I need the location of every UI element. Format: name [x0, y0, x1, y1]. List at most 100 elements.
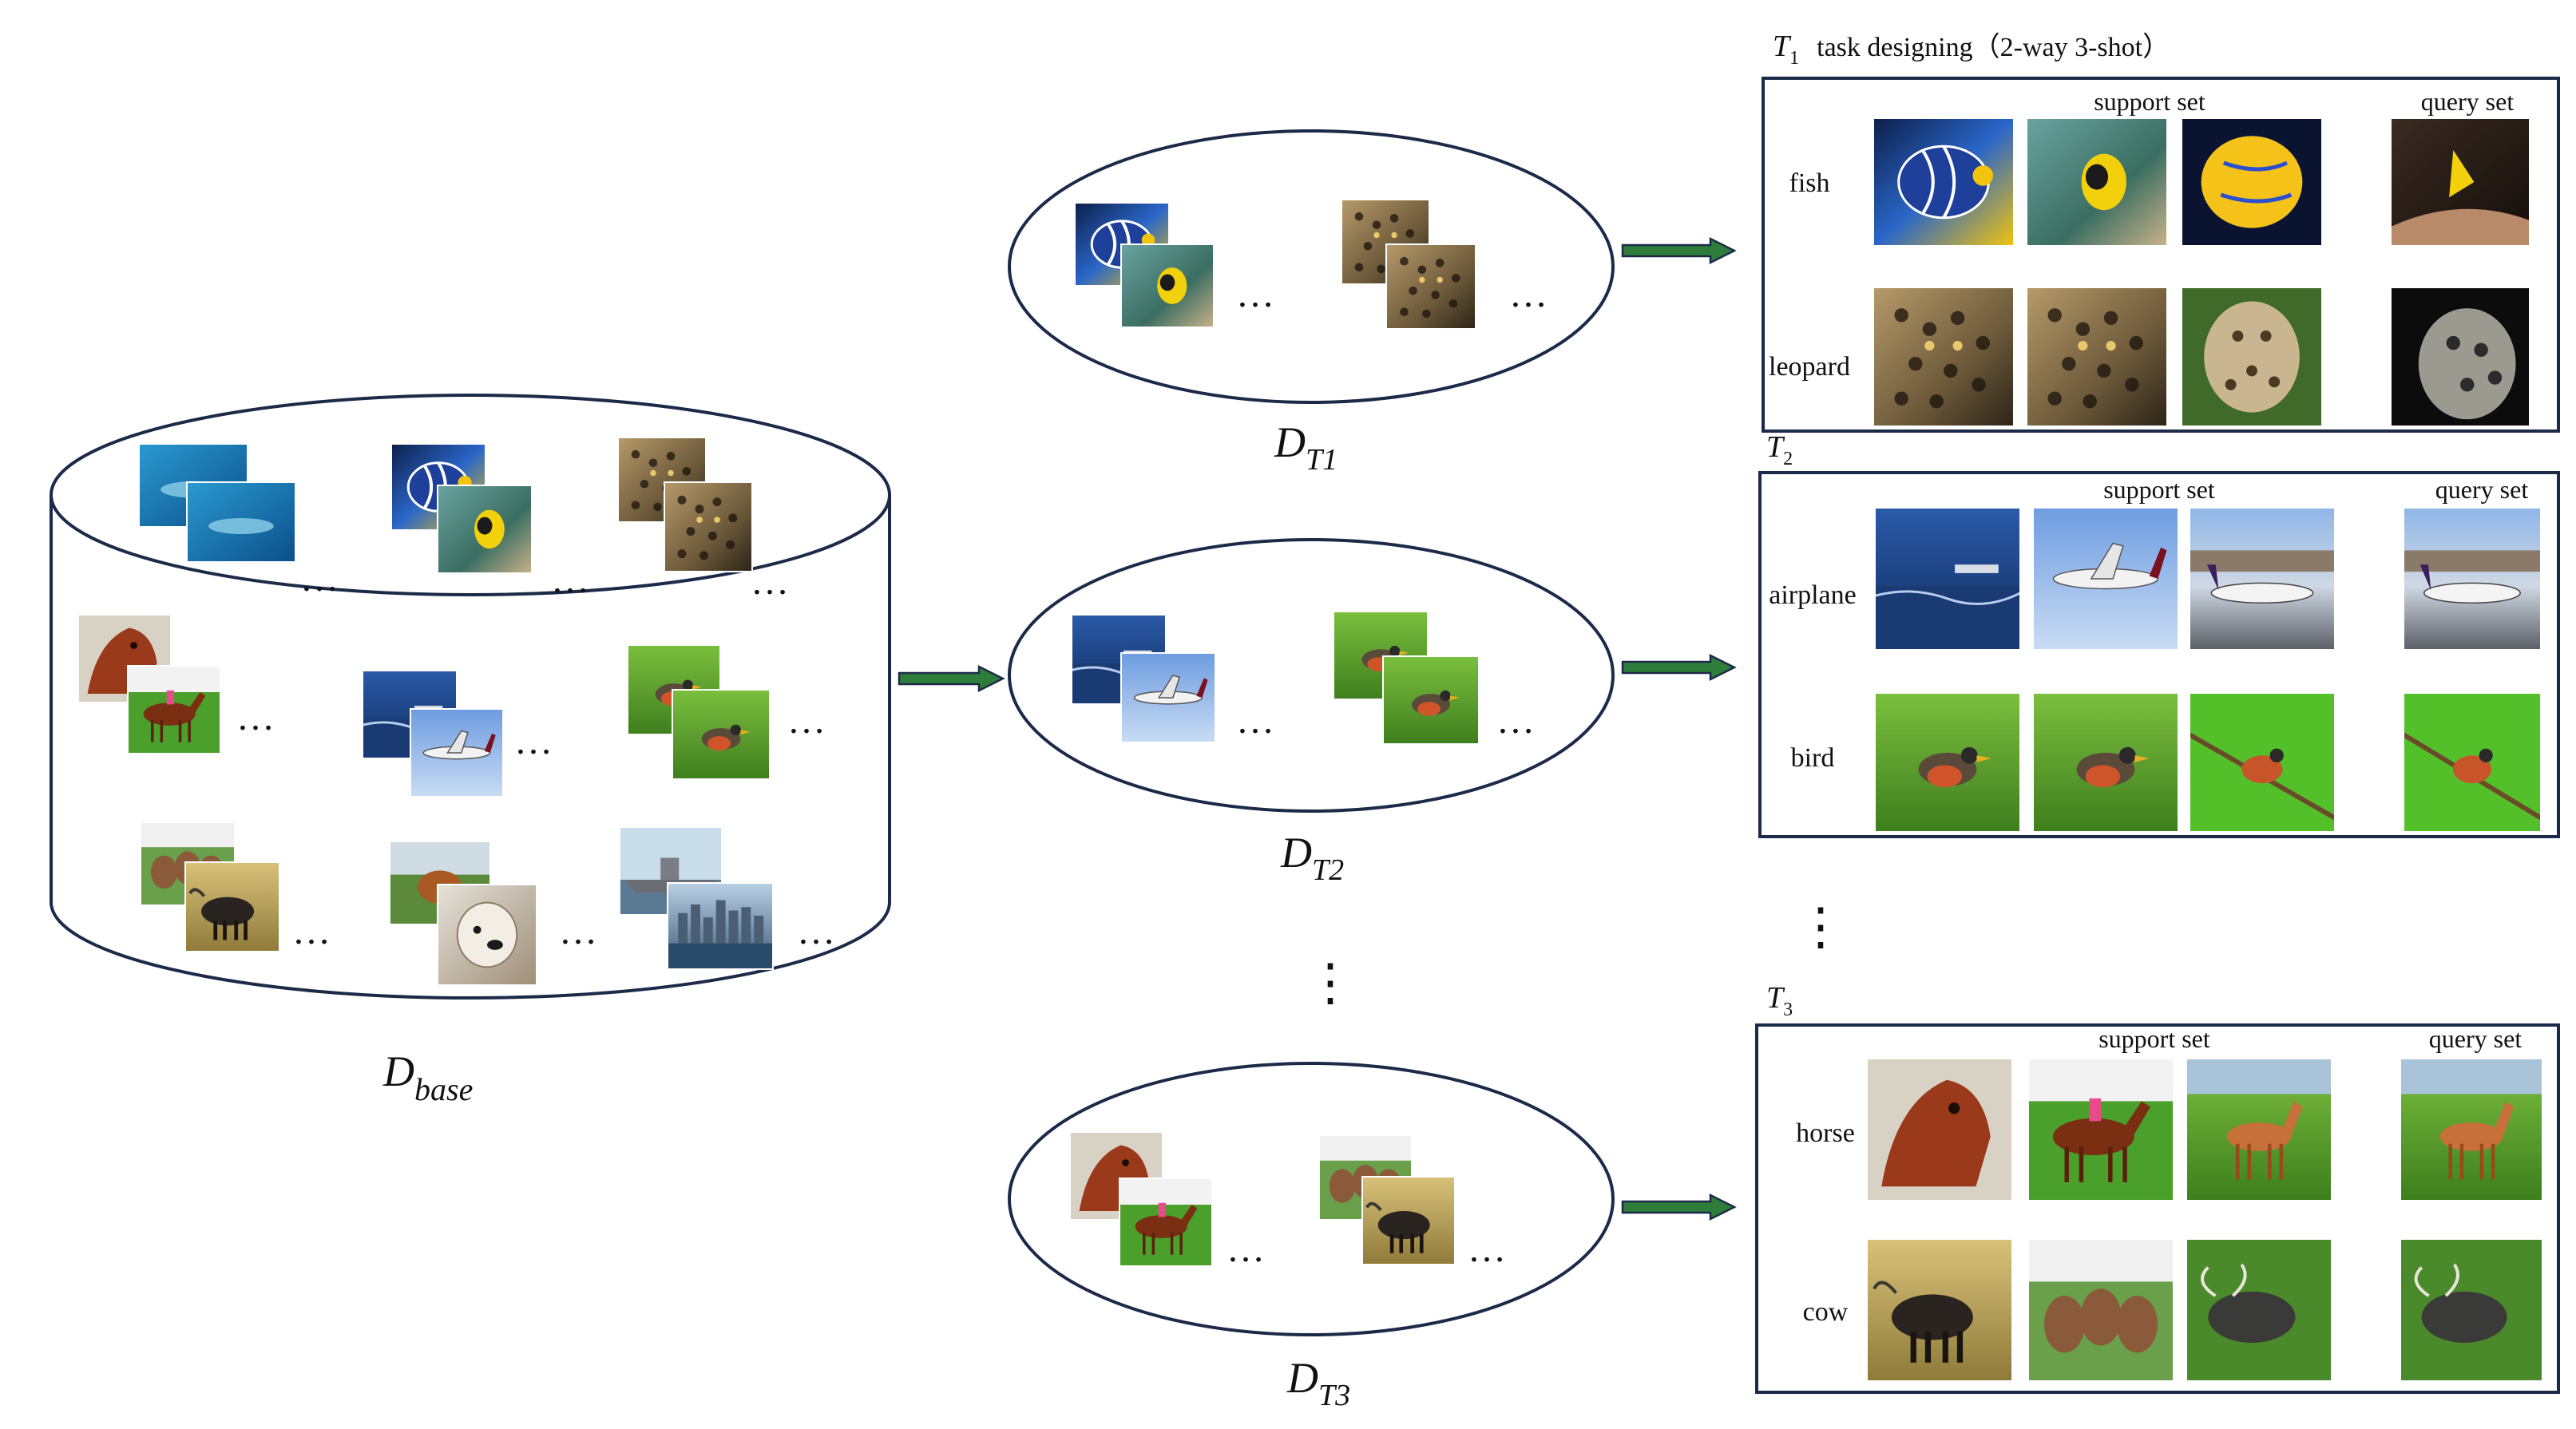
ellipsis-t3-2: …: [1468, 1228, 1506, 1270]
fish-photo-1: [1873, 117, 2015, 247]
ellipsis-cyl-bot-2: …: [559, 910, 597, 952]
row-label-horse: horse: [1796, 1118, 1855, 1148]
episode-ellipse-t2: [1008, 538, 1615, 813]
bird-photo-3: [2189, 692, 2336, 833]
ellipsis-t3-1: …: [1227, 1228, 1265, 1270]
vertical-dots-tasks: ⋮: [1795, 898, 1846, 955]
task-box-t3: [1755, 1023, 2560, 1394]
task-box-layer: [1755, 77, 2560, 1394]
cyl-city-front: [667, 882, 774, 970]
t2-bird-front: [1382, 655, 1480, 745]
cow-photo-2: [2027, 1238, 2174, 1382]
task-t1-sub: 1: [1789, 48, 1799, 69]
leopard-photo-1: [1873, 287, 2015, 427]
query-set-label-t1: query set: [2421, 87, 2515, 116]
arrow-base-to-episodes: [898, 664, 1005, 693]
fish-photo-3: [2181, 117, 2323, 247]
airplane-query-photo: [2403, 507, 2542, 651]
task-t2-main: T: [1766, 430, 1785, 464]
bird-query-photo: [2403, 692, 2542, 833]
ellipsis-t1-1: …: [1236, 273, 1274, 315]
cyl-bird-front: [672, 689, 771, 780]
episode-label-t3: DT3: [1286, 1354, 1350, 1412]
horse-photo-2: [2027, 1058, 2174, 1201]
t3-horse-front: [1119, 1178, 1213, 1267]
episode-ellipse-t1: [1008, 129, 1615, 404]
cyl-dog-front: [437, 884, 537, 986]
episode-t1-sub: T1: [1306, 443, 1338, 477]
ellipsis-t2-1: …: [1236, 699, 1274, 742]
cyl-whale-front: [186, 481, 296, 563]
task-t1-desc: task designing（2-way 3-shot）: [1817, 32, 2170, 62]
vertical-dots-episodes: ⋮: [1305, 954, 1356, 1011]
horse-query-photo: [2400, 1058, 2543, 1201]
episode-ellipse-layer: [1008, 129, 1615, 1336]
ellipsis-cyl-mid-1: …: [236, 696, 275, 738]
arrow-episode-t2-to-task: [1621, 653, 1737, 682]
arrow-episode-t3-to-task: [1621, 1193, 1737, 1221]
thumbnail-layer: [77, 117, 2543, 1382]
ellipsis-cyl-top-2: …: [551, 559, 589, 601]
t1-fish-front: [1120, 243, 1215, 328]
task-box-t1: [1762, 77, 2560, 433]
ellipsis-cyl-mid-2: …: [514, 720, 553, 762]
row-label-leopard: leopard: [1769, 352, 1850, 382]
episode-t2-sub: T2: [1312, 853, 1344, 887]
episode-label-t1: DT1: [1274, 418, 1338, 477]
arrow-episode-t1-to-task: [1621, 236, 1737, 265]
arrow-layer: [898, 236, 1737, 1221]
task-title-t2: T2: [1766, 430, 1793, 469]
task-t3-main: T: [1766, 981, 1785, 1015]
ellipsis-cyl-bot-1: …: [292, 910, 331, 952]
support-set-label-t1: support set: [2094, 87, 2205, 116]
bird-photo-1: [1874, 692, 2021, 833]
t2-airplane-front: [1120, 652, 1216, 743]
row-label-bird: bird: [1791, 743, 1835, 773]
query-set-label-t2: query set: [2435, 475, 2529, 504]
leopard-query-photo: [2390, 287, 2530, 427]
cow-photo-1: [1866, 1238, 2013, 1382]
task-title-t1: T1 task designing（2-way 3-shot）: [1773, 30, 2170, 69]
task-t2-sub: 2: [1783, 449, 1793, 469]
leopard-photo-3: [2181, 287, 2323, 427]
task-box-t2: [1758, 471, 2560, 838]
task-t3-sub: 3: [1783, 1000, 1793, 1020]
horse-photo-3: [2186, 1058, 2332, 1201]
airplane-photo-2: [2032, 507, 2179, 651]
fish-query-photo: [2390, 117, 2530, 247]
base-dataset-cylinder: [50, 394, 891, 1000]
ellipsis-t2-2: …: [1496, 699, 1535, 742]
episode-ellipse-t3: [1008, 1062, 1615, 1336]
episode-label-t2: DT2: [1280, 829, 1344, 887]
base-label-sub: base: [414, 1071, 473, 1107]
cyl-airplane-front: [410, 708, 504, 798]
ellipsis-cyl-top-1: …: [300, 557, 339, 600]
ellipsis-t1-2: …: [1509, 273, 1548, 315]
cyl-fish-front: [437, 485, 533, 574]
base-dataset-label: Dbase: [382, 1047, 473, 1107]
task-t1-main: T: [1773, 30, 1792, 63]
ellipsis-cyl-top-3: …: [751, 560, 789, 603]
episode-t1-main: D: [1274, 418, 1306, 466]
row-label-fish: fish: [1789, 168, 1830, 198]
episode-t2-main: D: [1280, 829, 1312, 877]
base-label-main: D: [382, 1047, 414, 1095]
cyl-cow-front: [184, 861, 280, 952]
row-label-cow: cow: [1803, 1297, 1849, 1327]
cylinder-body-outline: [50, 495, 891, 1000]
t3-cow-front: [1361, 1176, 1456, 1265]
ellipsis-layer: … … … … … … … … … … … … … … … ⋮ ⋮: [236, 273, 1846, 1270]
query-set-label-t3: query set: [2429, 1024, 2522, 1053]
horse-photo-1: [1866, 1058, 2013, 1201]
cylinder-top-ellipse: [50, 394, 891, 596]
cow-query-photo: [2400, 1238, 2543, 1382]
ellipsis-cyl-mid-3: …: [787, 699, 826, 742]
cyl-horse-front: [127, 665, 221, 754]
cow-photo-3: [2186, 1238, 2332, 1382]
ellipsis-cyl-bot-3: …: [797, 910, 835, 952]
leopard-photo-2: [2026, 287, 2168, 427]
episode-t3-sub: T3: [1318, 1379, 1350, 1412]
